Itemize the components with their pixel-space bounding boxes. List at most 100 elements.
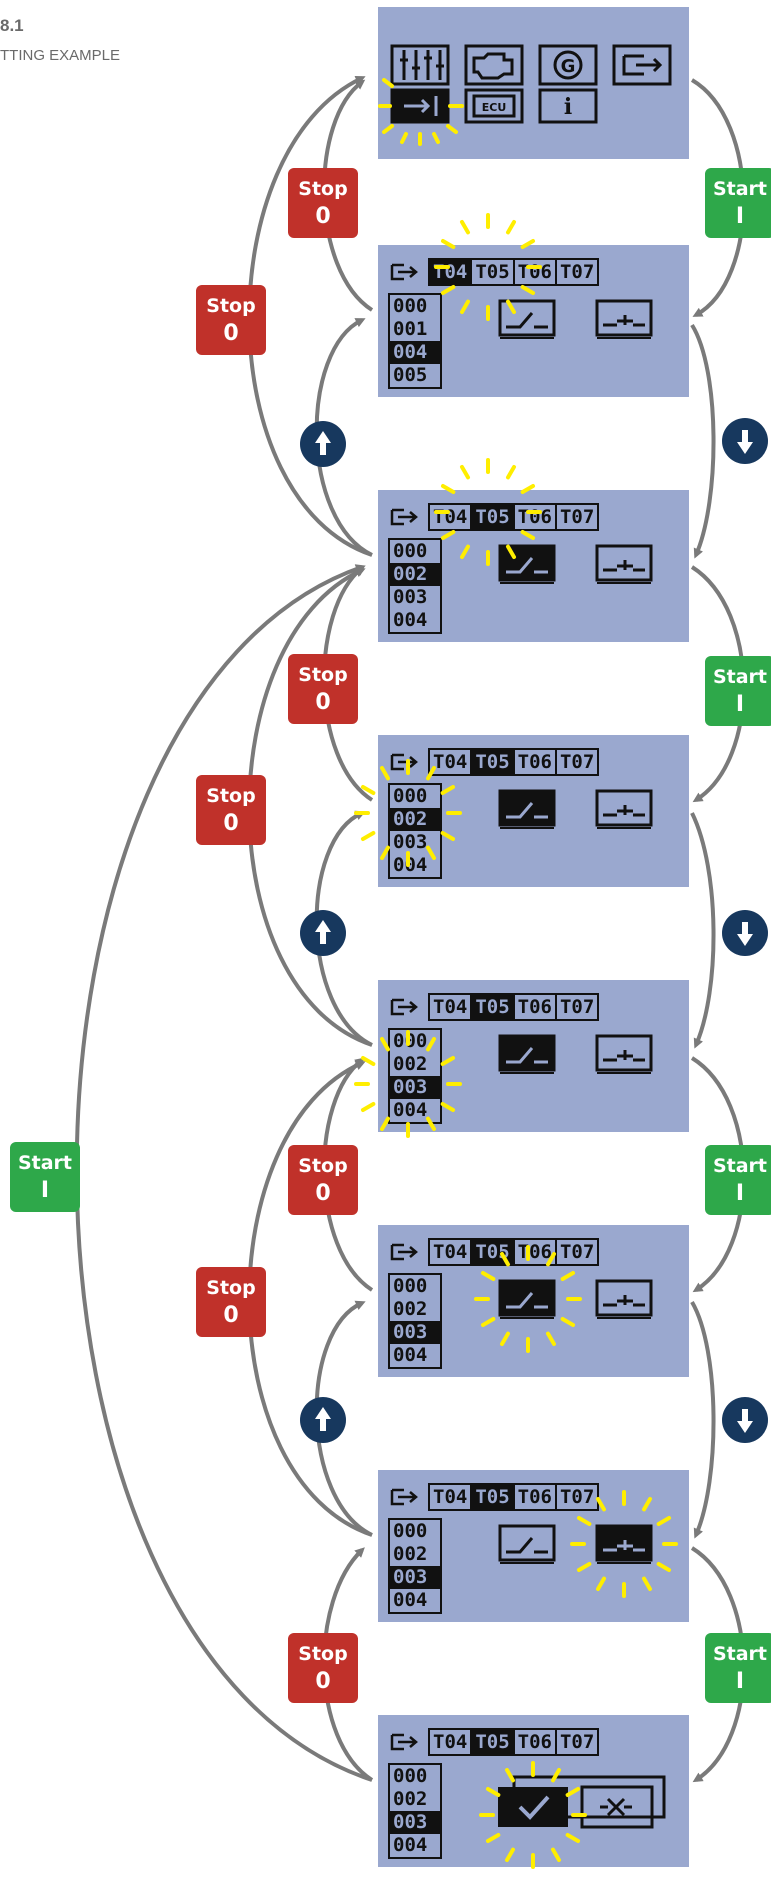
tab-t05[interactable]: T05 — [470, 1238, 515, 1266]
tab-t05[interactable]: T05 — [470, 993, 515, 1021]
tab-t04[interactable]: T04 — [428, 503, 473, 531]
list-item[interactable]: 002 — [393, 1053, 428, 1075]
list-item[interactable]: 000 — [393, 1030, 428, 1052]
contact-closed-symbol[interactable] — [595, 1524, 653, 1564]
tab-t06[interactable]: T06 — [512, 1728, 557, 1756]
list-item[interactable]: 000 — [393, 1520, 428, 1542]
list-item[interactable]: 004 — [393, 1589, 428, 1611]
confirm-cancel-button[interactable] — [580, 1785, 654, 1829]
confirm-check-button[interactable] — [498, 1787, 568, 1827]
list-item[interactable]: 005 — [393, 364, 428, 386]
exit-icon[interactable] — [390, 263, 418, 281]
tab-t06[interactable]: T06 — [512, 1483, 557, 1511]
exit-icon[interactable] — [390, 753, 418, 771]
list-item[interactable]: 000 — [393, 540, 428, 562]
contact-closed-symbol[interactable] — [595, 789, 653, 829]
up-button[interactable] — [300, 1397, 346, 1443]
list-item[interactable]: 004 — [393, 1344, 428, 1366]
generator-G-icon[interactable] — [538, 44, 598, 86]
tab-t07[interactable]: T07 — [554, 258, 600, 286]
input-output-icon[interactable] — [390, 88, 450, 124]
list-item[interactable]: 003 — [390, 1076, 440, 1099]
tab-t07[interactable]: T07 — [554, 993, 600, 1021]
list-item[interactable]: 002 — [390, 808, 440, 831]
contact-closed-symbol[interactable] — [595, 544, 653, 584]
tab-t05[interactable]: T05 — [470, 1728, 515, 1756]
exit-icon[interactable] — [390, 508, 418, 526]
tab-t07[interactable]: T07 — [554, 1238, 600, 1266]
list-item[interactable]: 000 — [393, 1765, 428, 1787]
list-item[interactable]: 003 — [390, 1566, 440, 1589]
down-button[interactable] — [722, 418, 768, 464]
list-item[interactable]: 004 — [393, 609, 428, 631]
list-item[interactable]: 002 — [393, 1298, 428, 1320]
tab-t06[interactable]: T06 — [512, 258, 557, 286]
info-icon[interactable] — [538, 88, 598, 124]
tab-t04[interactable]: T04 — [428, 1483, 473, 1511]
tab-t07[interactable]: T07 — [554, 1728, 600, 1756]
contact-open-symbol[interactable] — [498, 1524, 556, 1564]
tab-t06[interactable]: T06 — [512, 993, 557, 1021]
contact-open-symbol[interactable] — [498, 544, 556, 584]
tab-t05[interactable]: T05 — [470, 748, 515, 776]
tab-t04[interactable]: T04 — [428, 1728, 473, 1756]
tab-t07[interactable]: T07 — [554, 748, 600, 776]
tab-t04[interactable]: T04 — [428, 1238, 473, 1266]
tab-t07[interactable]: T07 — [554, 503, 600, 531]
tab-t05[interactable]: T05 — [470, 1483, 515, 1511]
down-button[interactable] — [722, 1397, 768, 1443]
contact-closed-symbol[interactable] — [595, 1034, 653, 1074]
contact-closed-symbol[interactable] — [595, 1279, 653, 1319]
contact-open-symbol[interactable] — [498, 299, 556, 339]
tab-t06[interactable]: T06 — [512, 1238, 557, 1266]
list-item[interactable]: 003 — [393, 586, 428, 608]
tab-t05[interactable]: T05 — [470, 503, 515, 531]
up-button[interactable] — [300, 421, 346, 467]
contact-open-symbol[interactable] — [498, 1034, 556, 1074]
tab-t06[interactable]: T06 — [512, 748, 557, 776]
tab-t04[interactable]: T04 — [428, 258, 473, 286]
exit-icon[interactable] — [612, 44, 672, 86]
list-item[interactable]: 003 — [393, 831, 428, 853]
list-item[interactable]: 004 — [393, 854, 428, 876]
list-item[interactable]: 003 — [390, 1321, 440, 1344]
list-item[interactable]: 002 — [390, 563, 440, 586]
list-item[interactable]: 002 — [393, 1543, 428, 1565]
list-item[interactable]: 000 — [393, 785, 428, 807]
exit-icon[interactable] — [390, 1488, 418, 1506]
exit-icon[interactable] — [390, 1733, 418, 1751]
tab-t07[interactable]: T07 — [554, 1483, 600, 1511]
up-button[interactable] — [300, 910, 346, 956]
contact-open-symbol[interactable] — [498, 1279, 556, 1319]
contact-open-symbol[interactable] — [498, 789, 556, 829]
list-item[interactable]: 001 — [393, 318, 428, 340]
tab-t04[interactable]: T04 — [428, 993, 473, 1021]
list-item[interactable]: 003 — [390, 1811, 440, 1834]
exit-icon[interactable] — [390, 1243, 418, 1261]
list-item[interactable]: 004 — [390, 341, 440, 364]
exit-icon[interactable] — [390, 998, 418, 1016]
contact-closed-symbol[interactable] — [595, 299, 653, 339]
tab-t05[interactable]: T05 — [470, 258, 515, 286]
list-item[interactable]: 004 — [393, 1834, 428, 1856]
list-item[interactable]: 000 — [393, 1275, 428, 1297]
list-item[interactable]: 004 — [393, 1099, 428, 1121]
down-button[interactable] — [722, 910, 768, 956]
tab-t06[interactable]: T06 — [512, 503, 557, 531]
list-item[interactable]: 000 — [393, 295, 428, 317]
tab-t04[interactable]: T04 — [428, 748, 473, 776]
list-item[interactable]: 002 — [393, 1788, 428, 1810]
ecu-icon[interactable] — [464, 88, 524, 124]
engine-icon[interactable] — [464, 44, 524, 86]
